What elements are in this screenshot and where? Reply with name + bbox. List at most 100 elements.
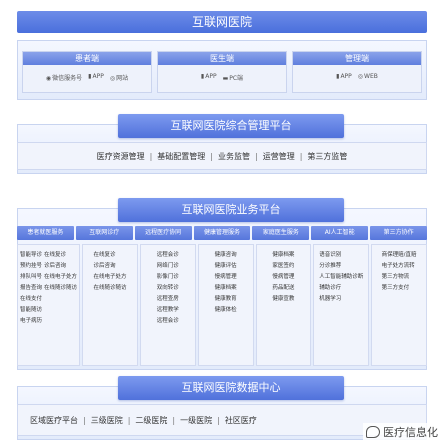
business-subcolumn: 智能导诊预约挂号排队叫号报告查询在线支付智能随访电子病历 (20, 251, 42, 363)
business-column: 健康咨询健康评估慢病管理健康档案健康教育健康体检 (197, 244, 254, 366)
phone-icon: ▮ (336, 73, 340, 80)
business-columns: 智能导诊预约挂号排队叫号报告查询在线支付智能随访电子病历在线复诊诊后咨询在线电子… (17, 244, 427, 366)
phone-icon: ▮ (200, 73, 205, 80)
management-item: 运营管理 (262, 151, 295, 161)
business-item: 诊后咨询 (93, 263, 116, 269)
terminal-doctor: 医生端 ▮APP ▬PC端 (157, 51, 287, 93)
terminal-item: ▮APP (88, 73, 104, 80)
terminal-item: ◉微信服务号 (45, 75, 83, 82)
separator: | (149, 151, 153, 161)
management-platform-title: 互联网医院综合管理平台 (118, 114, 344, 138)
business-item: 远程会诊 (156, 318, 179, 324)
monitor-icon: ▬ (222, 75, 229, 82)
business-column-header: 健康管理服务 (193, 226, 251, 240)
business-item: 健康宣教 (272, 296, 295, 302)
business-item: 影像门诊 (156, 274, 179, 280)
terminal-doctor-title: 医生端 (158, 52, 286, 65)
business-subcolumn: 远程会诊网络门诊影像门诊双向转诊远程查房远程教学远程会诊 (157, 251, 179, 363)
business-column: 语音识别分诊推荐人工智能辅助诊断辅助诊疗机器学习 (313, 244, 370, 366)
business-subcolumn: 在线复诊诊后咨询在线电子处方在线随诊随访 (93, 251, 126, 363)
terminal-admin-title: 管理端 (293, 52, 421, 65)
business-item: 远程查房 (156, 296, 179, 302)
phone-icon: ▮ (88, 73, 92, 80)
business-item: 在线电子处方 (93, 274, 127, 280)
business-item: 健康档案 (272, 252, 295, 258)
business-item: 在线随诊随访 (93, 285, 127, 291)
business-item: 健康评估 (214, 263, 237, 269)
separator: | (217, 415, 220, 425)
separator: | (255, 151, 258, 161)
business-item: 语音识别 (319, 252, 342, 258)
wechat-icon: ◉ (45, 75, 52, 82)
business-item: 家医签约 (272, 263, 295, 269)
management-item: 业务监管 (218, 151, 250, 161)
management-items-row: 医疗资源管理 | 基础配置管理 | 业务监管 | 运营管理 | 第三方监管 (17, 142, 427, 170)
business-item: 慢病管理 (214, 274, 237, 280)
business-column-header: 家庭医生服务 (252, 226, 310, 240)
business-item: 第三方物流 (381, 274, 410, 280)
business-column-header: AI人工智能 (311, 226, 369, 240)
business-subcolumn: 健康咨询健康评估慢病管理健康档案健康教育健康体检 (215, 251, 237, 363)
business-column: 在线复诊诊后咨询在线电子处方在线随诊随访 (82, 244, 138, 366)
business-item: 在线支付 (20, 296, 43, 302)
business-item: 药品配送 (272, 285, 295, 291)
business-column: 健康档案家医签约慢病管理药品配送健康宣教 (255, 244, 312, 366)
separator: | (172, 415, 176, 425)
business-column-header: 互联网诊疗 (75, 226, 133, 240)
separator: | (127, 415, 131, 425)
data-center-item: 区域医疗平台 (30, 415, 78, 425)
business-subcolumn: 在线复诊诊后咨询在线电子处方在线随诊随访 (44, 251, 77, 363)
business-item: 远程教学 (156, 307, 179, 313)
business-item: 电子病历 (20, 318, 43, 324)
business-platform-title: 互联网医院业务平台 (118, 198, 344, 222)
main-title-banner: 互联网医院 (17, 11, 427, 33)
business-item: 诊后咨询 (44, 263, 67, 269)
business-column: 远程会诊网络门诊影像门诊双向转诊远程查房远程教学远程会诊 (139, 244, 196, 366)
business-item: 网络门诊 (156, 263, 179, 269)
business-item: 健康档案 (214, 285, 237, 291)
terminal-item: ▮APP (200, 73, 217, 80)
globe-icon: ◎ (357, 73, 364, 80)
business-column-headers: 患者就医服务 互联网诊疗 远程医疗协同 健康管理服务 家庭医生服务 AI人工智能… (17, 226, 428, 240)
business-column-header: 患者就医服务 (17, 226, 74, 240)
management-item: 第三方监管 (307, 151, 348, 161)
terminal-item: ◎WEB (357, 73, 378, 80)
business-item: 报告查询 (20, 285, 43, 291)
watermark: 医疗信息化 (363, 423, 441, 441)
business-item: 远程会诊 (156, 252, 179, 258)
business-column-header: 第三方协作 (370, 226, 428, 240)
business-item: 机器学习 (319, 296, 342, 302)
business-item: 分诊推荐 (319, 263, 342, 269)
data-center-item: 三级医院 (90, 415, 123, 425)
business-item: 智能导诊 (20, 252, 43, 258)
business-item: 在线复诊 (93, 252, 116, 258)
business-item: 在线电子处方 (44, 274, 78, 280)
data-center-item: 一级医院 (180, 415, 213, 425)
business-item: 健康体检 (214, 307, 237, 313)
business-subcolumn: 健康档案家医签约慢病管理药品配送健康宣教 (272, 251, 294, 363)
business-item: 排队叫号 (20, 274, 43, 280)
management-item: 基础配置管理 (157, 151, 206, 161)
main-title: 互联网医院 (191, 15, 252, 29)
business-item: 预约挂号 (20, 263, 43, 269)
business-item: 健康教育 (214, 296, 237, 302)
terminal-item: ▬PC端 (222, 75, 244, 82)
business-item: 第三方支付 (381, 285, 410, 291)
business-item: 慢病管理 (272, 274, 295, 280)
terminal-item: ◎网站 (109, 75, 129, 82)
business-item: 智能随访 (20, 307, 43, 313)
business-item: 双向转诊 (156, 285, 179, 291)
business-item: 电子处方流转 (381, 263, 415, 269)
globe-icon: ◎ (109, 75, 116, 82)
chat-bubble-icon (366, 426, 380, 438)
business-column: 智能导诊预约挂号排队叫号报告查询在线支付智能随访电子病历在线复诊诊后咨询在线电子… (17, 244, 81, 366)
terminal-patient: 患者端 ◉微信服务号 ▮APP ◎网站 (22, 51, 152, 93)
separator: | (299, 151, 303, 161)
data-center-item: 二级医院 (135, 415, 168, 425)
business-column: 商保理赔/直赔电子处方流转第三方物流第三方支付 (371, 244, 427, 366)
business-item: 商保理赔/直赔 (381, 252, 417, 258)
business-item: 在线复诊 (44, 252, 67, 258)
data-center-item: 社区医疗 (224, 415, 257, 425)
business-item: 在线随诊随访 (44, 285, 78, 291)
separator: | (210, 151, 213, 161)
